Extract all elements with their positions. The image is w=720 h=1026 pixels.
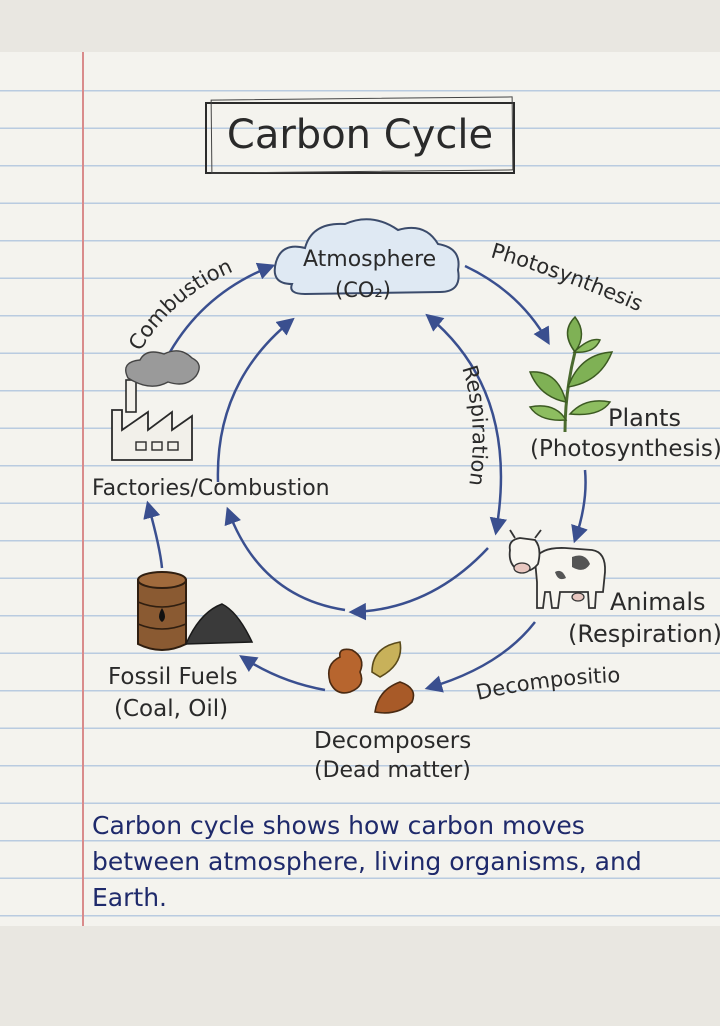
node-fossil-label: Fossil Fuels	[108, 664, 238, 690]
coal-pile-icon	[184, 603, 254, 645]
label-combustion: Combustion	[124, 254, 236, 355]
title-box: Carbon Cycle	[205, 102, 515, 174]
arrow-decomposition	[424, 621, 536, 693]
node-animals-label: Animals	[610, 588, 706, 616]
arrow-combustion	[168, 262, 276, 353]
leaves-icon	[327, 641, 415, 714]
factory-icon	[111, 350, 200, 461]
cloud-icon	[273, 218, 460, 296]
cow-icon	[508, 529, 606, 609]
caption-line: Carbon cycle shows how carbon moves	[92, 811, 585, 840]
node-plants-sub: (Photosynthesis)	[530, 436, 720, 462]
oil-barrel-icon	[137, 571, 187, 651]
arrow-fossil-factory	[143, 500, 164, 569]
arrow-inner-bottom	[348, 547, 489, 621]
node-decomposers-sub: (Dead matter)	[314, 758, 471, 783]
caption-line: between atmosphere, living organisms, an…	[92, 847, 642, 876]
label-decomposition: Decomposition	[0, 52, 621, 705]
label-respiration: Respiration	[457, 363, 492, 488]
node-atmosphere-sub: (CO₂)	[335, 278, 391, 302]
arrow-inner-respiration	[425, 313, 507, 536]
arrow-inner-up	[216, 317, 295, 483]
node-factories-label: Factories/Combustion	[92, 476, 330, 501]
arrow-inner-left	[224, 506, 346, 612]
plant-icon	[528, 315, 614, 433]
node-atmosphere-label: Atmosphere	[303, 247, 437, 272]
notebook-page: Carbon Cycle Combustion Photosynthesis R…	[0, 52, 720, 926]
node-decomposers-label: Decomposers	[314, 728, 472, 754]
node-fossil-sub: (Coal, Oil)	[114, 696, 229, 722]
caption-line: Earth.	[92, 883, 167, 912]
arrow-to-fossil	[239, 655, 326, 692]
cycle-diagram: Combustion Photosynthesis Respiration De…	[0, 52, 647, 714]
caption: Carbon cycle shows how carbon moves betw…	[92, 808, 692, 916]
node-plants-label: Plants	[608, 404, 681, 432]
margin-line	[82, 52, 84, 926]
node-animals-sub: (Respiration)	[568, 620, 720, 648]
label-photosynthesis: Photosynthesis	[488, 239, 646, 316]
arrow-photosynthesis	[464, 264, 550, 346]
arrow-plants-animals	[571, 469, 588, 544]
